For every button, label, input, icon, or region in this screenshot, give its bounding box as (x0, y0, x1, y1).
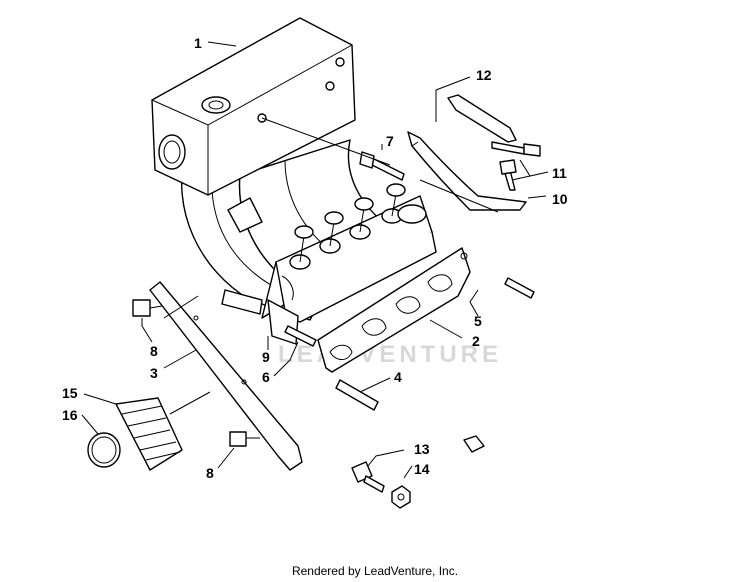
part-10-bracket[interactable] (407, 131, 527, 211)
part-3-support-bar[interactable] (149, 281, 303, 471)
part-6-stud[interactable] (284, 325, 317, 347)
watermark-text: LEADVENTURE (278, 341, 502, 368)
part-7-stud[interactable] (359, 151, 405, 181)
callout-7: 7 (386, 133, 394, 149)
callout-16: 16 (62, 407, 78, 423)
part-12-strap[interactable] (447, 94, 517, 143)
part-4-stud[interactable] (335, 379, 379, 411)
callout-9: 9 (262, 349, 270, 365)
footer-credit: Rendered by LeadVenture, Inc. (291, 564, 459, 578)
callout-2: 2 (472, 333, 480, 349)
callout-labels: 1 2 3 4 5 6 7 8 8 9 10 11 12 13 14 15 16 (62, 35, 568, 481)
part-14-nut[interactable] (391, 485, 411, 509)
callout-6: 6 (262, 369, 270, 385)
callout-11: 11 (552, 165, 567, 181)
callout-14: 14 (414, 461, 430, 477)
part-16-clamp[interactable] (87, 432, 121, 468)
small-fitting (463, 435, 485, 453)
part-8-bolt-upper[interactable] (132, 299, 163, 317)
callout-8-upper: 8 (150, 343, 158, 359)
callout-15: 15 (62, 385, 78, 401)
part-11-bolts[interactable] (491, 141, 541, 191)
callout-1: 1 (194, 35, 202, 51)
callout-12: 12 (476, 67, 492, 83)
leader-lines (81, 41, 549, 479)
callout-5: 5 (474, 313, 482, 329)
part-15-boot[interactable] (115, 397, 183, 471)
callout-13: 13 (414, 441, 430, 457)
part-8-bolt-lower[interactable] (229, 431, 260, 447)
callout-8-lower: 8 (206, 465, 214, 481)
callout-3: 3 (150, 365, 158, 381)
part-9-manifold[interactable] (221, 183, 437, 345)
callout-4: 4 (394, 369, 402, 385)
part-2-gasket[interactable] (317, 247, 471, 373)
part-13-screw[interactable] (351, 461, 385, 493)
callout-10: 10 (552, 191, 568, 207)
part-5-stud[interactable] (504, 277, 535, 299)
